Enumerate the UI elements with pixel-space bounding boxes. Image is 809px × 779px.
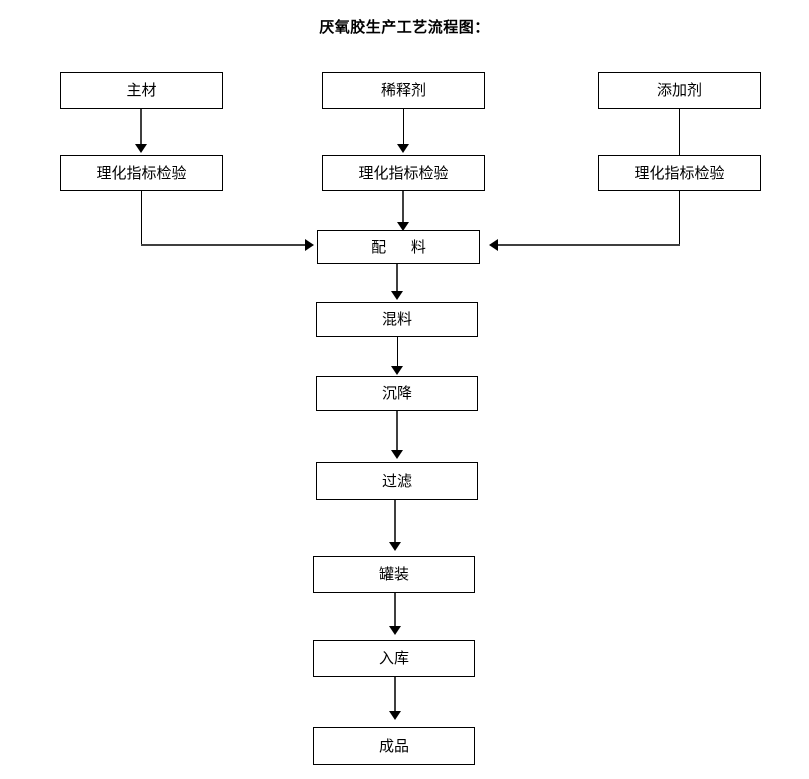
connector-warehousing-to-finished	[394, 677, 396, 714]
node-additive-test[interactable]: 理化指标检验	[598, 155, 761, 191]
arrowhead-diluent-to-test	[397, 144, 409, 153]
node-mixing[interactable]: 混料	[316, 302, 478, 337]
arrowhead-settling-to-filtering	[391, 450, 403, 459]
connector-diluent-test-to-batching	[402, 191, 404, 225]
arrowhead-main-test-to-batching	[305, 239, 314, 251]
connector-additive-test-to-batching-vertical	[679, 191, 680, 245]
arrowhead-filling-to-warehousing	[389, 626, 401, 635]
node-diluent-test[interactable]: 理化指标检验	[322, 155, 485, 191]
node-batching[interactable]: 配 料	[317, 230, 480, 264]
arrowhead-additive-test-to-batching	[489, 239, 498, 251]
connector-settling-to-filtering	[396, 411, 398, 453]
arrowhead-main-material-to-test	[135, 144, 147, 153]
arrowhead-filtering-to-filling	[389, 542, 401, 551]
node-main-material-test[interactable]: 理化指标检验	[60, 155, 223, 191]
connector-main-material-to-test	[140, 109, 142, 146]
connector-main-test-to-batching-horizontal	[141, 244, 306, 246]
arrowhead-batching-to-mixing	[391, 291, 403, 300]
node-additive[interactable]: 添加剂	[598, 72, 761, 109]
node-filling[interactable]: 罐装	[313, 556, 475, 593]
node-main-material[interactable]: 主材	[60, 72, 223, 109]
node-filtering[interactable]: 过滤	[316, 462, 478, 500]
connector-filling-to-warehousing	[394, 593, 396, 629]
connector-additive-to-test	[679, 109, 680, 156]
node-settling[interactable]: 沉降	[316, 376, 478, 411]
connector-batching-to-mixing	[396, 264, 398, 294]
connector-additive-test-to-batching-horizontal	[498, 244, 680, 246]
connector-mixing-to-settling	[397, 337, 398, 370]
arrowhead-diluent-test-to-batching	[397, 222, 409, 231]
connector-main-test-to-batching-vertical	[141, 191, 142, 245]
page-title: 厌氧胶生产工艺流程图：	[319, 18, 490, 36]
node-diluent[interactable]: 稀释剂	[322, 72, 485, 109]
arrowhead-warehousing-to-finished	[389, 711, 401, 720]
node-finished-product[interactable]: 成品	[313, 727, 475, 765]
connector-diluent-to-test	[403, 109, 404, 146]
arrowhead-mixing-to-settling	[391, 366, 403, 375]
connector-filtering-to-filling	[394, 500, 396, 545]
node-warehousing[interactable]: 入库	[313, 640, 475, 677]
